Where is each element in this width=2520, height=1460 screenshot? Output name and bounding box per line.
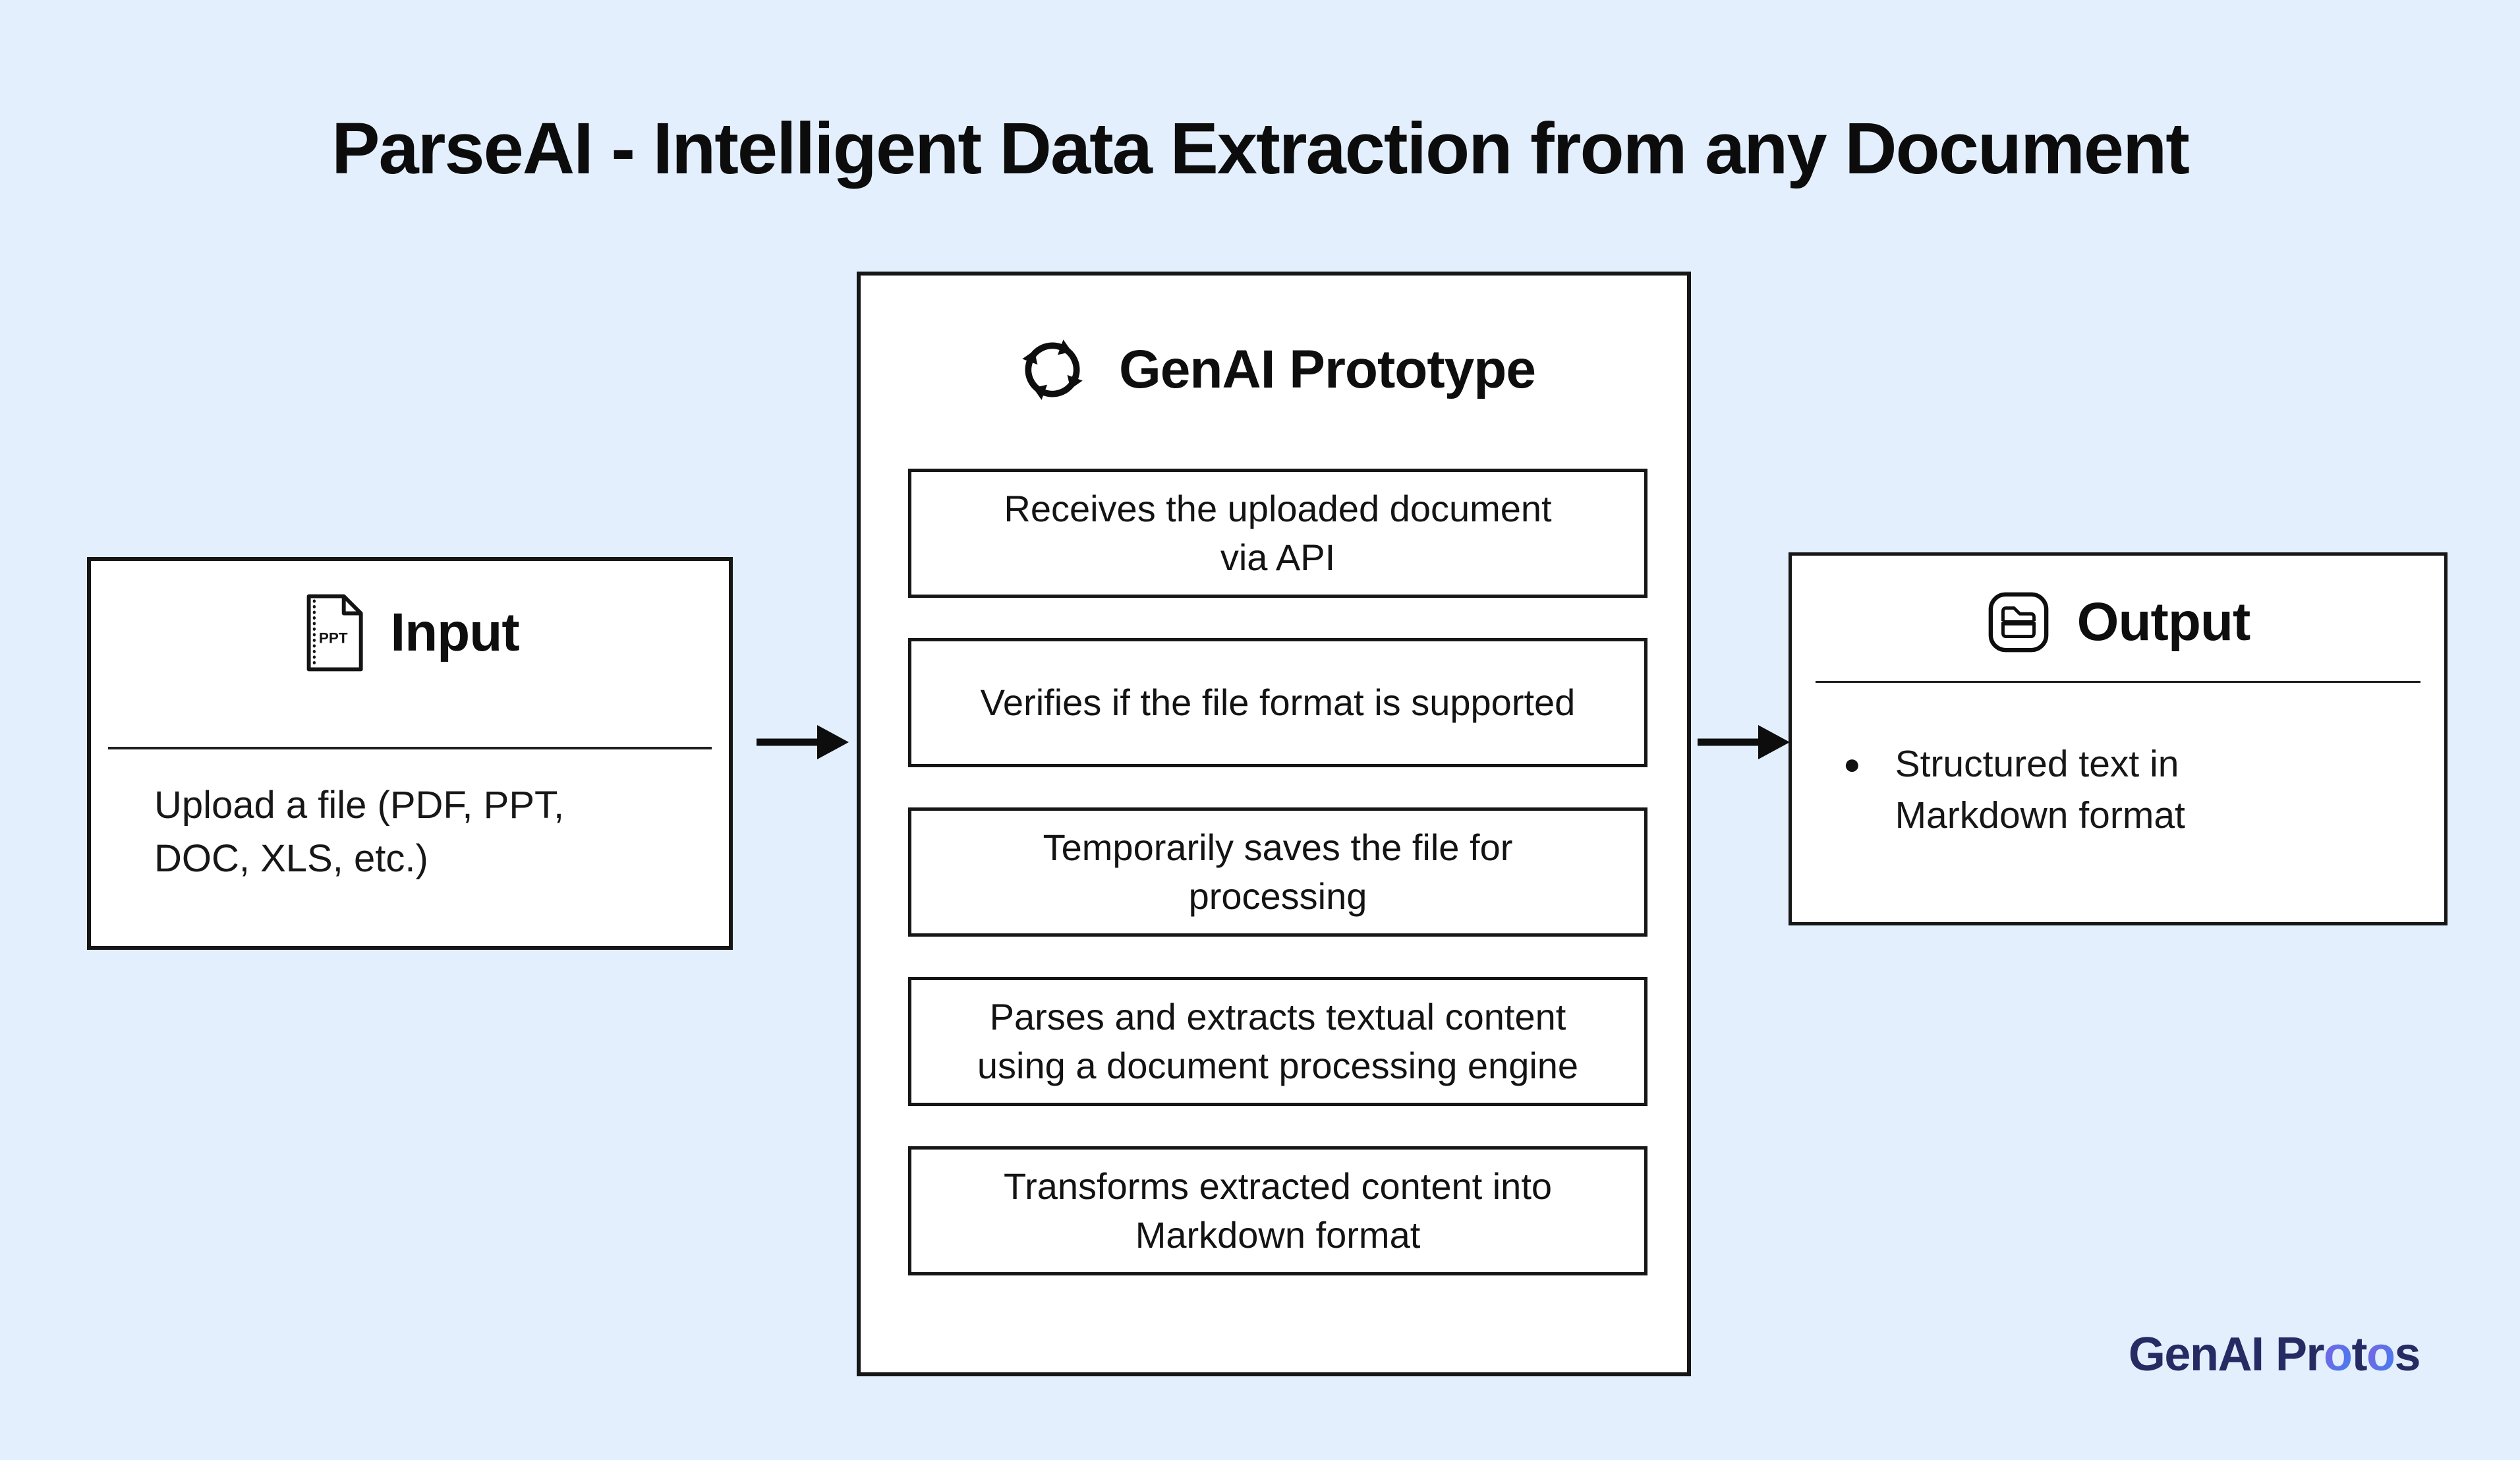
page-title: ParseAI - Intelligent Data Extraction fr… <box>331 108 2190 189</box>
list-item: ● Structured text in Markdown format <box>1843 739 2418 841</box>
logo-part: GenAI Pr <box>2128 1328 2325 1381</box>
logo-o-glyph: o <box>2324 1328 2353 1381</box>
output-heading: Output <box>2076 592 2251 652</box>
logo-part: t <box>2351 1328 2367 1381</box>
input-divider <box>108 747 712 749</box>
process-step-4: Parses and extracts textual content usin… <box>908 977 1647 1106</box>
process-step-2: Verifies if the file format is supported <box>908 638 1647 767</box>
logo-o-glyph: o <box>2366 1328 2395 1381</box>
output-header: Output <box>1792 590 2444 655</box>
process-step-3: Temporarily saves the file for processin… <box>908 807 1647 937</box>
process-heading: GenAI Prototype <box>1119 339 1536 399</box>
process-step-5: Transforms extracted content into Markdo… <box>908 1146 1647 1275</box>
ppt-file-icon: PPT <box>301 594 364 672</box>
input-description: Upload a file (PDF, PPT, DOC, XLS, etc.) <box>154 784 565 881</box>
folder-icon <box>1986 590 2051 655</box>
arrow-right-icon <box>1698 725 1790 759</box>
process-steps: Receives the uploaded document via API V… <box>908 469 1647 1316</box>
output-bullet-text: Structured text in Markdown format <box>1895 743 2185 836</box>
input-heading: Input <box>390 602 519 662</box>
process-header: GenAI Prototype <box>861 330 1687 410</box>
logo-part: s <box>2394 1328 2420 1381</box>
output-bullet-list: ● Structured text in Markdown format <box>1843 739 2418 841</box>
genai-protos-logo: GenAI Protos <box>2128 1328 2421 1382</box>
output-divider <box>1816 681 2420 683</box>
arrow-right-icon <box>757 725 849 759</box>
bullet-icon: ● <box>1843 748 1861 780</box>
process-panel: GenAI Prototype Receives the uploaded do… <box>857 272 1691 1376</box>
input-header: PPT Input <box>91 594 729 672</box>
process-step-1: Receives the uploaded document via API <box>908 469 1647 598</box>
output-panel: Output ● Structured text in Markdown for… <box>1789 552 2448 925</box>
svg-text:PPT: PPT <box>319 629 348 646</box>
cycle-icon <box>1012 330 1093 410</box>
input-panel: PPT Input Upload a file (PDF, PPT, DOC, … <box>87 557 733 950</box>
